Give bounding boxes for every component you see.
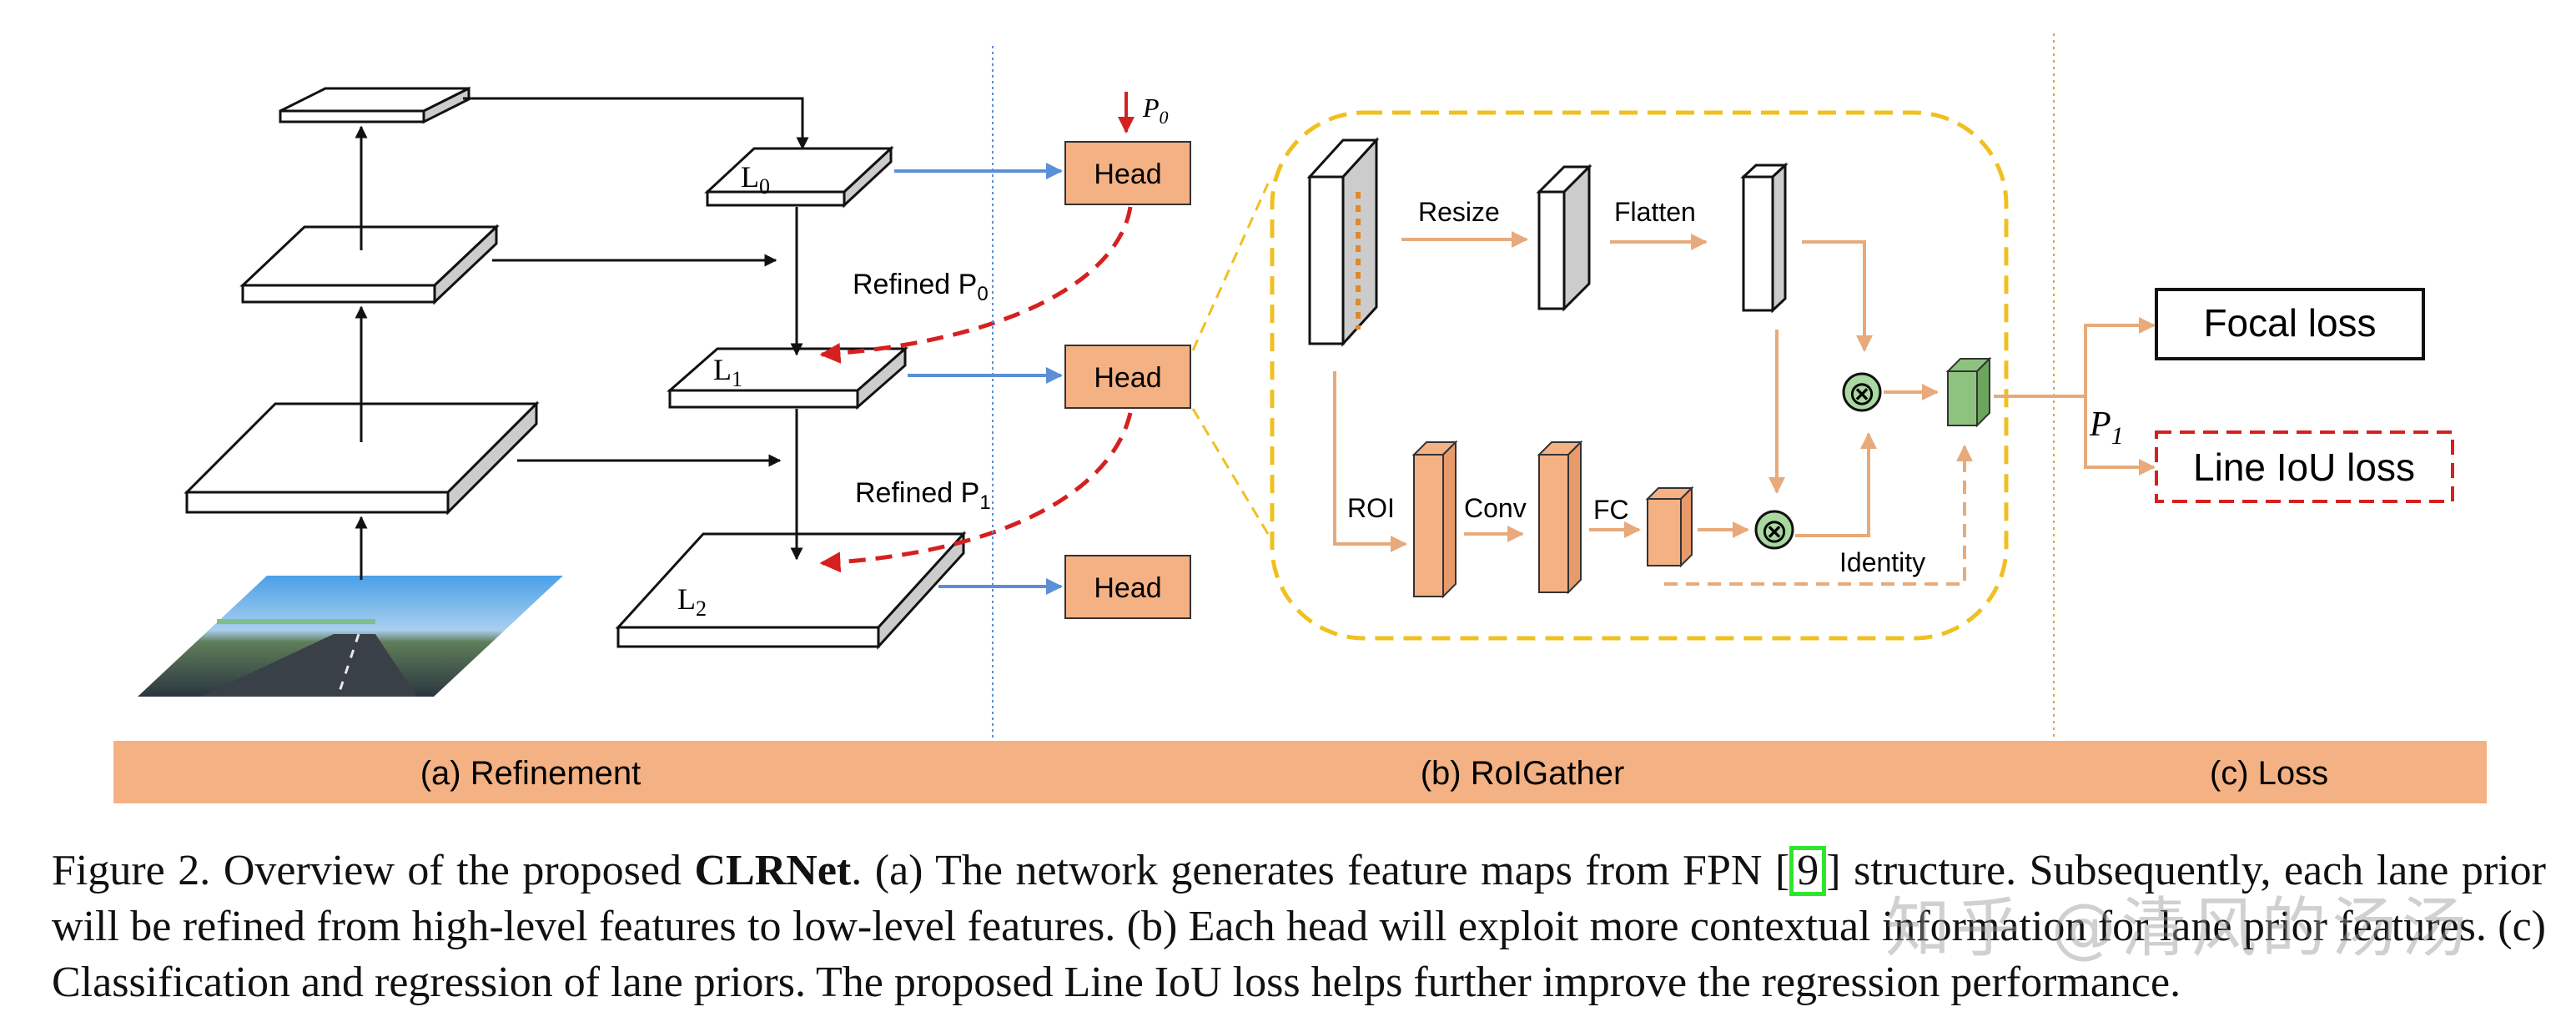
fpn-slab-top bbox=[279, 86, 470, 124]
flattened-feature bbox=[1740, 162, 1789, 314]
conv-label: Conv bbox=[1464, 493, 1527, 523]
level-l1-label: L bbox=[713, 353, 732, 386]
focal-loss-label: Focal loss bbox=[2203, 301, 2376, 345]
head-label-0: Head bbox=[1094, 159, 1161, 190]
to-lineiou-arrow bbox=[2084, 396, 2156, 476]
svg-text:L1: L1 bbox=[713, 353, 742, 391]
roi-conv-block-1 bbox=[1411, 440, 1458, 599]
svg-text:L2: L2 bbox=[677, 582, 707, 621]
fpn-slab-bottom bbox=[184, 400, 540, 516]
zoom-line-top bbox=[1191, 183, 1270, 351]
roi-label: ROI bbox=[1347, 493, 1395, 523]
p1-label: P1 bbox=[2089, 405, 2124, 450]
flatten-to-mult-arrow bbox=[1802, 240, 1873, 352]
multiply-node-upper: ⊗ bbox=[1842, 372, 1882, 412]
level-l0-label: L bbox=[741, 160, 759, 194]
level-l1-sub: 1 bbox=[732, 367, 742, 391]
flatten-label: Flatten bbox=[1614, 197, 1696, 227]
refined-p0-label: Refined P0 bbox=[853, 269, 989, 305]
level-l0-slab: L0 bbox=[704, 145, 894, 209]
level-l2-label: L bbox=[677, 582, 696, 616]
svg-text:⊗: ⊗ bbox=[1760, 513, 1789, 550]
lower-to-upper-mult-arrow bbox=[1795, 432, 1877, 537]
section-bar: (a) Refinement (b) RoIGather (c) Loss bbox=[113, 741, 2487, 803]
caption-part1: . (a) The network generates feature maps… bbox=[851, 847, 1790, 894]
level-l2-slab: L2 bbox=[615, 531, 967, 650]
line-iou-loss-label: Line IoU loss bbox=[2193, 446, 2415, 489]
caption-prefix: Figure 2. Overview of the proposed bbox=[52, 847, 695, 894]
refined-p0-arrow bbox=[819, 206, 1133, 364]
refined-p1-label: Refined P1 bbox=[855, 477, 991, 514]
resized-feature bbox=[1536, 164, 1592, 312]
caption-bold-name: CLRNet bbox=[694, 847, 852, 894]
caption-part2: ] structure. Subsequently, each lane pri… bbox=[52, 847, 2546, 1006]
resize-label: Resize bbox=[1418, 197, 1500, 227]
fc-label: FC bbox=[1593, 495, 1629, 525]
clrnet-diagram: L0 L1 L2 P0 Head Head Head Refined P0 Re… bbox=[113, 33, 2487, 805]
fc-block bbox=[1645, 486, 1694, 568]
section-label-loss: (c) Loss bbox=[2210, 755, 2328, 792]
p0-label: P0 bbox=[1142, 93, 1169, 128]
identity-arrow bbox=[1664, 445, 1973, 586]
head-label-2: Head bbox=[1094, 572, 1161, 604]
level-l0-sub: 0 bbox=[759, 174, 770, 199]
watermark-text: 知乎 @清风的汤汤 bbox=[1885, 891, 2472, 966]
roigather-container bbox=[1270, 110, 2009, 641]
zoom-line-bottom bbox=[1191, 408, 1270, 535]
head-label-1: Head bbox=[1094, 362, 1161, 394]
multiply-node-lower: ⊗ bbox=[1754, 510, 1794, 550]
svg-text:L0: L0 bbox=[741, 160, 770, 199]
focal-loss-box: Focal loss bbox=[2155, 288, 2425, 360]
input-road-image bbox=[138, 576, 563, 697]
line-iou-loss-box: Line IoU loss bbox=[2155, 430, 2454, 503]
roi-feature-map bbox=[1306, 137, 1380, 347]
identity-label: Identity bbox=[1839, 547, 1925, 577]
section-label-roigather: (b) RoIGather bbox=[1421, 755, 1625, 792]
svg-text:⊗: ⊗ bbox=[1848, 375, 1876, 412]
lateral-arrow-top bbox=[463, 97, 809, 150]
head-box-2: Head bbox=[1064, 555, 1191, 619]
level-l2-sub: 2 bbox=[696, 597, 707, 621]
roi-conv-block-2 bbox=[1537, 440, 1583, 595]
fpn-slab-mid bbox=[239, 224, 500, 305]
fused-feature bbox=[1945, 356, 1992, 428]
to-focal-arrow bbox=[2084, 317, 2156, 396]
figure-caption: Figure 2. Overview of the proposed CLRNe… bbox=[52, 843, 2546, 1010]
section-label-refinement: (a) Refinement bbox=[420, 755, 641, 792]
refined-p1-arrow bbox=[819, 412, 1133, 573]
level-l1-slab: L1 bbox=[667, 345, 908, 410]
citation-link[interactable]: 9 bbox=[1789, 846, 1827, 896]
roi-branch-arrow bbox=[1333, 371, 1407, 552]
head-box-1: Head bbox=[1064, 345, 1191, 409]
head-box-0: Head bbox=[1064, 141, 1191, 205]
